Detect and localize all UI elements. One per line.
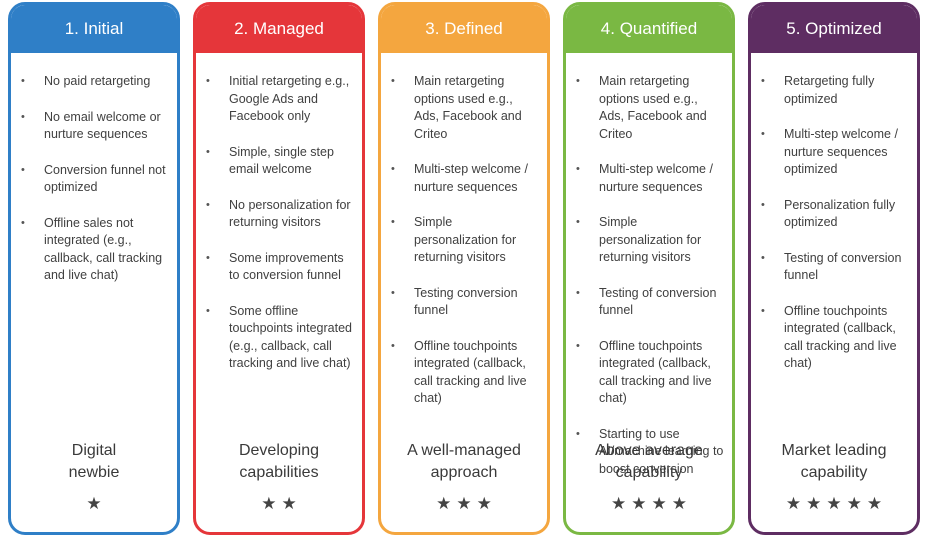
stage-item: Offline touchpoints integrated (callback… bbox=[389, 338, 539, 408]
stage-item-list: Initial retargeting e.g., Google Ads and… bbox=[196, 53, 362, 373]
stage-title: 3. Defined bbox=[381, 5, 547, 53]
stage-item: No email welcome or nurture sequences bbox=[19, 109, 169, 144]
stage-item: Main retargeting options used e.g., Ads,… bbox=[389, 73, 539, 143]
stage-item: Testing of conversion funnel bbox=[574, 285, 724, 320]
stage-title: 5. Optimized bbox=[751, 5, 917, 53]
stage-title: 1. Initial bbox=[11, 5, 177, 53]
star-rating-icon: ★★★★★ bbox=[785, 494, 888, 513]
stage-item: Multi-step welcome / nurture sequences bbox=[389, 161, 539, 196]
stage-card-managed: 2. Managed Initial retargeting e.g., Goo… bbox=[193, 2, 365, 535]
star-rating-icon: ★★★★ bbox=[611, 494, 692, 513]
stage-item: Multi-step welcome / nurture sequences o… bbox=[759, 126, 909, 179]
stage-item: Testing conversion funnel bbox=[389, 285, 539, 320]
stage-item: Retargeting fully optimized bbox=[759, 73, 909, 108]
stage-item: Simple personalization for returning vis… bbox=[574, 214, 724, 267]
stage-item: Multi-step welcome / nurture sequences bbox=[574, 161, 724, 196]
star-rating-icon: ★★ bbox=[261, 494, 302, 513]
stage-card-defined: 3. Defined Main retargeting options used… bbox=[378, 2, 550, 535]
stage-item: Main retargeting options used e.g., Ads,… bbox=[574, 73, 724, 143]
stage-maturity-label-line1: Digital bbox=[71, 442, 117, 459]
stage-item: Simple personalization for returning vis… bbox=[389, 214, 539, 267]
stage-maturity-label-line1: Developing bbox=[238, 442, 320, 459]
stage-item: Testing of conversion funnel bbox=[759, 250, 909, 285]
stage-item: No personalization for returning visitor… bbox=[204, 197, 354, 232]
stage-item: Conversion funnel not optimized bbox=[19, 162, 169, 197]
stage-item: Offline touchpoints integrated (callback… bbox=[574, 338, 724, 408]
stage-card-optimized: 5. Optimized Retargeting fully optimized… bbox=[748, 2, 920, 535]
stage-item: Some offline touchpoints integrated (e.g… bbox=[204, 303, 354, 373]
stage-maturity-label-line1: Above average bbox=[595, 442, 703, 459]
stage-maturity-label-line2: newbie bbox=[68, 464, 120, 481]
stage-item: Simple, single step email welcome bbox=[204, 144, 354, 179]
stage-footer: Developing capabilities ★★ bbox=[196, 440, 362, 532]
stage-item-list: Retargeting fully optimizedMulti-step we… bbox=[751, 53, 917, 373]
stage-item: Some improvements to conversion funnel bbox=[204, 250, 354, 285]
stage-footer: Market leading capability ★★★★★ bbox=[751, 440, 917, 532]
stage-item: No paid retargeting bbox=[19, 73, 169, 91]
stage-card-quantified: 4. Quantified Main retargeting options u… bbox=[563, 2, 735, 535]
stage-item-list: No paid retargeting No email welcome or n… bbox=[11, 53, 177, 285]
stage-footer: A well-managed approach ★★★ bbox=[381, 440, 547, 532]
star-rating-icon: ★ bbox=[86, 494, 107, 513]
stage-maturity-label: Digital newbie bbox=[11, 440, 177, 484]
stage-item: Offline sales not integrated (e.g., call… bbox=[19, 215, 169, 285]
stage-item: Personalization fully optimized bbox=[759, 197, 909, 232]
stage-maturity-label-line2: approach bbox=[430, 464, 498, 481]
stage-item-list: Main retargeting options used e.g., Ads,… bbox=[381, 53, 547, 408]
star-rating-icon: ★★★ bbox=[436, 494, 497, 513]
stage-card-initial: 1. Initial No paid retargeting No email w… bbox=[8, 2, 180, 535]
stage-maturity-label: Market leading capability bbox=[751, 440, 917, 484]
stage-item-list: Main retargeting options used e.g., Ads,… bbox=[566, 53, 732, 478]
stage-maturity-label-line1: Market leading bbox=[781, 442, 887, 459]
stage-maturity-label: Above average capability bbox=[566, 440, 732, 484]
stage-item: Offline touchpoints integrated (callback… bbox=[759, 303, 909, 373]
stage-maturity-label: Developing capabilities bbox=[196, 440, 362, 484]
stage-title: 2. Managed bbox=[196, 5, 362, 53]
stage-footer: Above average capability ★★★★ bbox=[566, 440, 732, 532]
stage-maturity-label-line2: capability bbox=[800, 464, 868, 481]
stage-title: 4. Quantified bbox=[566, 5, 732, 53]
stage-maturity-label-line2: capabilities bbox=[239, 464, 319, 481]
stage-maturity-label-line1: A well-managed bbox=[407, 442, 521, 459]
stage-maturity-label-line2: capability bbox=[615, 464, 683, 481]
stage-footer: Digital newbie ★ bbox=[11, 440, 177, 532]
stage-item: Starting to use AI/machine learning to b… bbox=[574, 426, 724, 479]
stage-maturity-label: A well-managed approach bbox=[381, 440, 547, 484]
stage-item: Initial retargeting e.g., Google Ads and… bbox=[204, 73, 354, 126]
